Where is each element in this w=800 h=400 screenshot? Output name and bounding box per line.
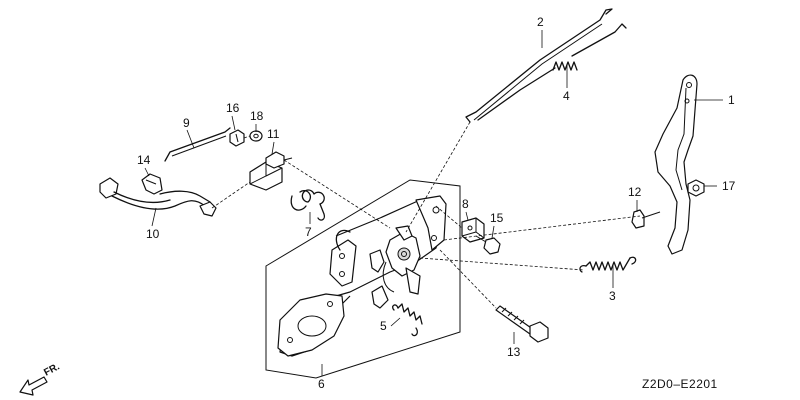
diagram-code: Z2D0–E2201 — [642, 377, 718, 391]
callout-1: 1 — [728, 93, 735, 107]
callout-14: 14 — [137, 153, 151, 167]
alignment-lines — [211, 121, 641, 309]
long-bolt — [495, 305, 549, 343]
callout-9: 9 — [183, 116, 190, 130]
governor-arm — [654, 74, 698, 255]
callout-15: 15 — [490, 211, 504, 225]
throttle-rod — [465, 8, 613, 123]
callout-18: 18 — [250, 109, 264, 123]
cable-clip — [141, 173, 163, 195]
callout-17: 17 — [722, 179, 736, 193]
rod-9 — [164, 127, 231, 162]
bolt-15 — [475, 235, 501, 255]
washer-18 — [249, 130, 263, 142]
front-direction-arrow-icon: FR. — [19, 361, 62, 396]
control-base-assembly — [265, 179, 461, 379]
callout-10: 10 — [146, 227, 160, 241]
callout-3: 3 — [609, 289, 616, 303]
return-spring — [290, 189, 326, 221]
direction-label: FR. — [42, 361, 62, 378]
callout-6: 6 — [318, 377, 325, 391]
callout-4: 4 — [563, 89, 570, 103]
callout-13: 13 — [507, 345, 521, 359]
leader-lines — [144, 30, 723, 376]
flange-nut — [687, 179, 705, 197]
callout-12: 12 — [628, 185, 642, 199]
wire-harness — [99, 177, 217, 217]
callout-labels: 2 4 1 17 12 3 9 14 10 16 18 11 7 8 15 5 … — [137, 15, 736, 391]
small-spring — [392, 303, 423, 337]
screw-16 — [229, 129, 245, 147]
engine-switch — [249, 151, 293, 191]
callout-11: 11 — [267, 127, 280, 141]
choke-rod — [477, 23, 627, 121]
lever-block — [461, 217, 485, 243]
callout-2: 2 — [537, 15, 544, 29]
callout-7: 7 — [305, 225, 312, 239]
callout-5: 5 — [380, 319, 387, 333]
callout-16: 16 — [226, 101, 240, 115]
callout-8: 8 — [462, 197, 469, 211]
governor-spring — [579, 256, 637, 273]
bolt-12 — [631, 209, 661, 229]
